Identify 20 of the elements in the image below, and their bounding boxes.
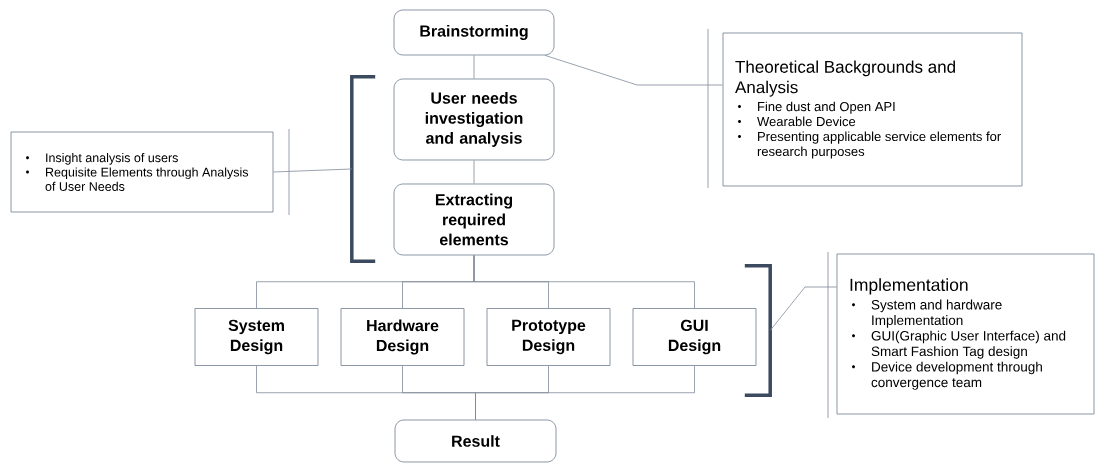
text-box: Implementation System and hardware Implementation GUI(Graphic User Interface) and Smart Fashion Tag design Device development through convergence team bbox=[836, 253, 1095, 415]
text-box: Insight analysis of users Requisite Elements through Analysis of User Needs bbox=[10, 131, 274, 213]
design-box: Hardware Design bbox=[340, 308, 465, 366]
connector-line bbox=[473, 55, 475, 79]
connector-line bbox=[473, 160, 475, 184]
design-box: System Design bbox=[194, 308, 319, 366]
connector-line bbox=[473, 255, 695, 309]
bracket bbox=[350, 75, 376, 263]
connector-line bbox=[475, 365, 695, 420]
process-box: Result bbox=[394, 419, 557, 463]
design-box: Prototype Design bbox=[486, 308, 611, 366]
process-box: Extracting required elements bbox=[393, 183, 555, 256]
bracket bbox=[744, 264, 772, 397]
leader-line bbox=[544, 55, 723, 86]
leader-line bbox=[273, 168, 353, 173]
text-box: Theoretical Backgrounds and Analysis Fine dust and Open API Wearable Device Presenting applicable service elements for research purposes bbox=[722, 32, 1023, 187]
design-box: GUI Design bbox=[632, 308, 757, 366]
leader-line bbox=[769, 286, 837, 331]
process-box: Brainstorming bbox=[393, 9, 555, 56]
process-box: User needs investigation and analysis bbox=[393, 78, 555, 161]
